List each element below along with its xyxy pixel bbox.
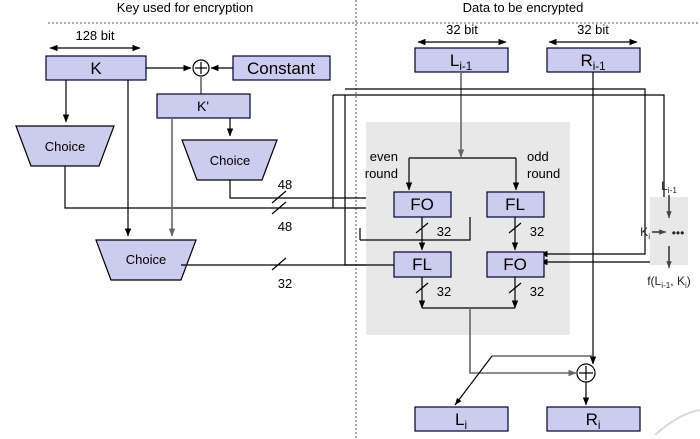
choice-left-label: Choice: [45, 139, 85, 154]
key-box-label: K: [90, 59, 102, 78]
odd-round-label-line1: odd: [527, 149, 549, 164]
round-box-fo-even: [393, 191, 452, 218]
key-width-label: 128 bit: [75, 28, 114, 43]
data-xor-glyph: [579, 366, 593, 380]
slash-fl-odd-out: [508, 222, 522, 234]
slash-fo-odd-out: [508, 282, 522, 294]
slash-fo-even-out: [415, 222, 429, 234]
wire-label-32-key: 32: [278, 276, 292, 291]
corner-arc-decoration: [654, 409, 700, 436]
wire-label-48-upper: 48: [278, 177, 292, 192]
slash-32-key: [271, 257, 287, 271]
even-round-label-line2: round: [365, 166, 398, 181]
choice-right-label: Choice: [210, 153, 250, 168]
wire-diagonal-to-left-output: [454, 355, 493, 406]
slash-fl-even-out: [415, 282, 429, 294]
kprime-box: [156, 93, 251, 119]
key-xor-glyph: [195, 62, 207, 74]
wire-choice-left-to-bus: [64, 166, 205, 209]
slash-48-lower: [271, 201, 287, 215]
wire-choice-right-to-fo: [229, 180, 395, 202]
wire-label-fo-odd-out: 32: [530, 284, 544, 299]
round-box-fl-odd-label: FL: [505, 195, 525, 214]
round-box-fl-odd: [486, 191, 545, 218]
legend-input-label: Li-1: [661, 179, 677, 195]
legend-output-label: f(Li-1, Ki): [647, 274, 691, 290]
round-box-fo-odd-label: FO: [503, 255, 527, 274]
section-title-left: Key used for encryption: [117, 0, 254, 15]
left-output-box: [414, 406, 509, 432]
round-box-fl-even-label: FL: [412, 255, 432, 274]
kprime-box-label: K': [197, 98, 209, 114]
constant-box-label: Constant: [247, 59, 315, 78]
wire-feedback-outer-rail: [344, 95, 394, 266]
left-half-width-label: 32 bit: [446, 22, 478, 37]
right-input-label: Ri-1: [580, 51, 605, 73]
wire-label-fl-even-out: 32: [437, 284, 451, 299]
odd-round-label-line2: round: [527, 166, 560, 181]
left-input-box: [414, 47, 509, 73]
right-input-box: [546, 47, 641, 73]
choice-left-shape: [15, 125, 115, 167]
legend-body-glyph: •••: [672, 226, 685, 240]
right-output-box: [546, 406, 641, 432]
wire-round-output-to-xor: [469, 308, 577, 377]
choice-bottom-shape: [95, 239, 197, 281]
wire-label-48-lower: 48: [278, 219, 292, 234]
right-half-width-label: 32 bit: [577, 22, 609, 37]
choice-bottom-label: Choice: [126, 252, 166, 267]
even-round-label-line1: even: [370, 149, 398, 164]
slash-48-upper: [271, 190, 287, 204]
wire-label-fl-odd-out: 32: [530, 224, 544, 239]
wire-feedback-loop-outer: [333, 94, 665, 266]
wire-label-fo-even-out: 32: [437, 224, 451, 239]
choice-right-shape: [181, 139, 278, 181]
wire-odd-crosslink: [360, 217, 471, 241]
legend-key-label: Ki: [640, 225, 650, 241]
left-input-label: Li-1: [450, 51, 472, 73]
round-box-fo-even-label: FO: [410, 195, 434, 214]
key-box: [45, 55, 147, 81]
section-title-right: Data to be encrypted: [463, 0, 584, 15]
left-output-label: Li: [455, 410, 467, 432]
right-output-label: Ri: [586, 410, 601, 432]
